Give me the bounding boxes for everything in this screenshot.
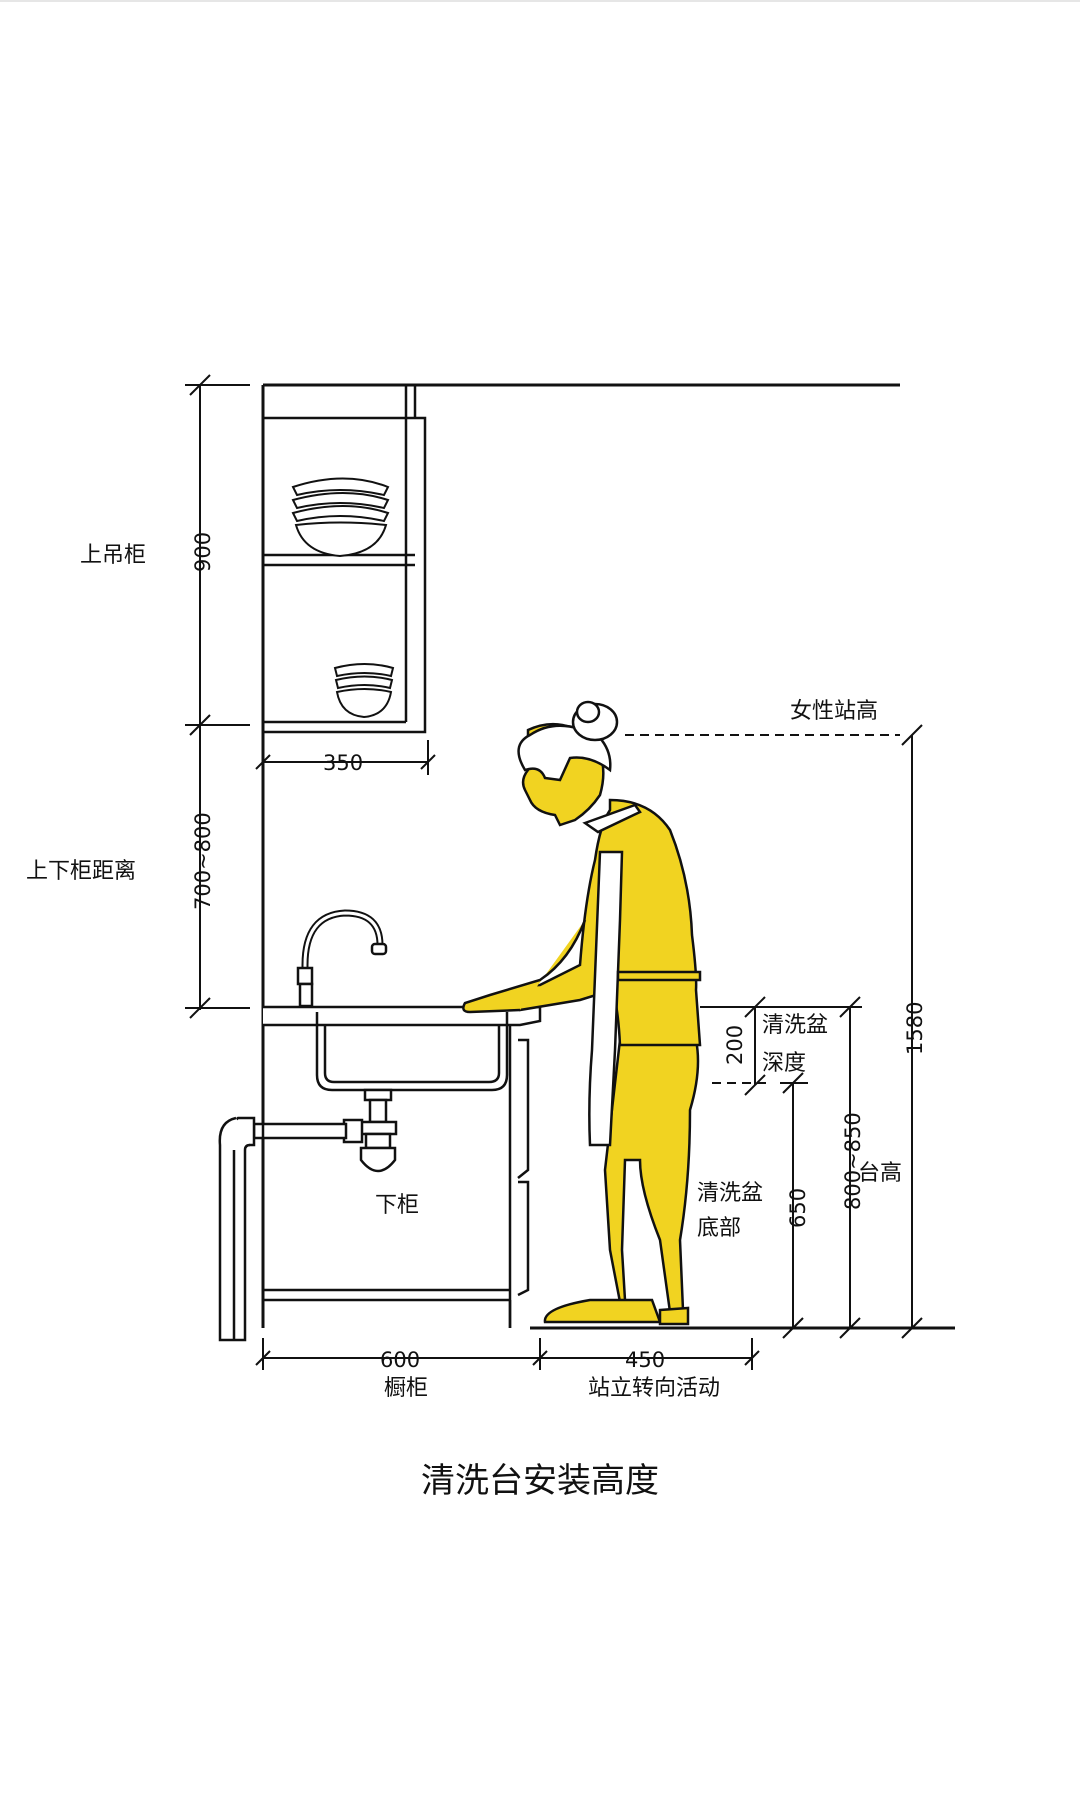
dim-cabinet-depth: 600 [380, 1348, 420, 1372]
label-counter-height: 台高 [858, 1161, 902, 1186]
faucet-icon [296, 909, 388, 1008]
label-upper-cabinet: 上吊柜 [80, 543, 146, 568]
drain-trap-icon [342, 1088, 398, 1173]
dim-standing-depth: 450 [625, 1348, 665, 1372]
label-female-height: 女性站高 [790, 699, 878, 724]
small-bowls-icon [333, 663, 395, 719]
dim-cabinet-gap: 700~800 [191, 812, 215, 910]
upper-cabinet [263, 385, 427, 734]
label-sink-depth-2: 深度 [762, 1051, 806, 1076]
woman-figure [462, 700, 702, 1326]
label-standing-area: 站立转向活动 [588, 1376, 720, 1401]
dim-upper-cabinet-depth: 350 [323, 751, 363, 775]
label-sink-bottom-1: 清洗盆 [697, 1181, 763, 1206]
label-sink-bottom-2: 底部 [697, 1216, 741, 1241]
dim-sink-bottom: 650 [786, 1188, 810, 1228]
dim-upper-cabinet-height: 900 [191, 532, 215, 572]
label-sink-depth-1: 清洗盆 [762, 1013, 828, 1038]
label-cabinet: 橱柜 [384, 1376, 428, 1401]
lower-cabinet [261, 1025, 530, 1328]
bowls-icon [291, 477, 390, 558]
dimension-lines [185, 374, 923, 1370]
dim-sink-depth: 200 [723, 1025, 747, 1065]
diagram-labels: 上吊柜 上下柜距离 下柜 女性站高 清洗盆 深度 台高 清洗盆 底部 橱柜 站立… [26, 543, 902, 1401]
dimension-values: 900 700~800 350 1580 800~850 200 650 600… [191, 532, 927, 1372]
label-cabinet-gap: 上下柜距离 [26, 859, 136, 884]
drain-pipe [218, 1116, 348, 1342]
dim-female-height: 1580 [903, 1002, 927, 1055]
sink-basin [315, 1012, 509, 1092]
caption: 清洗台安装高度 [421, 1461, 659, 1501]
label-lower-cabinet: 下柜 [375, 1193, 419, 1218]
dim-counter-height: 800~850 [841, 1112, 865, 1210]
